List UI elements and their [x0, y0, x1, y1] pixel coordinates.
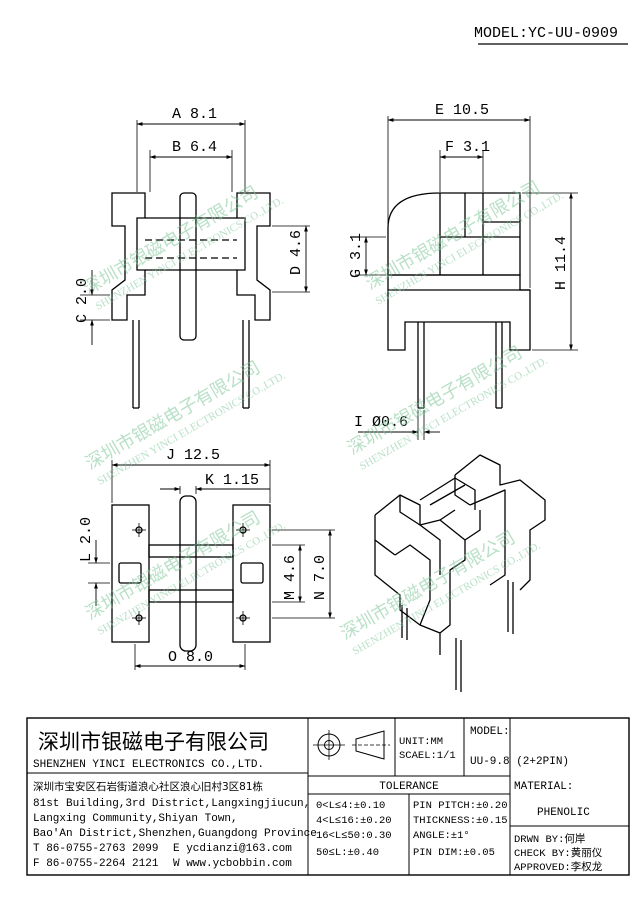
approved-by: APPROVED:李权龙 — [514, 860, 603, 874]
tolerance-right: PIN DIM:±0.05 — [413, 847, 495, 859]
dim-l: L 2.0 — [78, 517, 95, 562]
drawn-by: DRWN BY:何岸 — [514, 832, 585, 846]
address-en-2: Langxing Community,Shiyan Town, — [33, 813, 238, 825]
model-header: MODEL:YC-UU-0909 — [474, 25, 618, 42]
dim-n: N 7.0 — [312, 555, 329, 600]
top-right-plate — [232, 504, 271, 643]
watermark-en-6: SHENZHEN YINCI ELECTRONICS CO.,LTD. — [351, 540, 543, 658]
scale-label: SCAEL:1/1 — [399, 750, 456, 762]
dim-d: D 4.6 — [288, 230, 305, 275]
tel: T 86-0755-2763 2099 — [33, 843, 158, 855]
fax: F 86-0755-2264 2121 — [33, 858, 159, 870]
company-name-cn: 深圳市银磁电子有限公司 — [38, 730, 269, 754]
dim-o: O 8.0 — [168, 649, 213, 666]
watermark-cn-3: 深圳市银磁电子有限公司 — [362, 177, 544, 294]
dim-e: E 10.5 — [435, 102, 489, 119]
top-left-plate — [111, 504, 150, 643]
tolerance-right: PIN PITCH:±0.20 — [413, 800, 508, 812]
tolerance-left: 50≤L:±0.40 — [316, 847, 379, 859]
unit-label: UNIT:MM — [399, 736, 443, 748]
address-en-1: 81st Building,3rd District,Langxingjiucu… — [33, 798, 310, 810]
watermark-en-5: SHENZHEN YINCI ELECTRONICS CO.,LTD. — [96, 520, 288, 638]
tolerance-left: 4<L≤16:±0.20 — [316, 815, 392, 827]
tolerance-title: TOLERANCE — [379, 781, 439, 793]
dim-f: F 3.1 — [445, 139, 490, 156]
address-en-3: Bao'An District,Shenzhen,Guangdong Provi… — [33, 828, 317, 840]
check-by: CHECK BY:黄丽仪 — [514, 846, 603, 860]
watermark-cn-6: 深圳市银磁电子有限公司 — [337, 527, 519, 644]
dim-c: C 2.0 — [74, 278, 91, 323]
address-cn: 深圳市宝安区石岩街道浪心社区浪心旧村3区81栋 — [33, 780, 264, 793]
tolerance-table: 0<L≤4:±0.10 PIN PITCH:±0.20 4<L≤16:±0.20… — [316, 800, 508, 859]
watermark-cn-5: 深圳市银磁电子有限公司 — [82, 507, 264, 624]
dim-j: J 12.5 — [166, 447, 220, 464]
dim-b: B 6.4 — [172, 139, 217, 156]
watermark-cn-1: 深圳市银磁电子有限公司 — [80, 182, 262, 299]
email: E ycdianzi@163.com — [173, 843, 292, 855]
company-name-en: SHENZHEN YINCI ELECTRONICS CO.,LTD. — [33, 759, 264, 771]
dim-h: H 11.4 — [553, 236, 570, 290]
dim-i: I Ø0.6 — [354, 414, 408, 431]
dim-k: K 1.15 — [205, 472, 259, 489]
front-left-flange — [111, 192, 146, 321]
dim-a: A 8.1 — [172, 106, 217, 123]
tolerance-right: ANGLE:±1° — [413, 830, 470, 842]
tolerance-left: 0<L≤4:±0.10 — [316, 800, 385, 812]
front-right-flange — [236, 192, 271, 321]
front-view — [80, 120, 310, 409]
material-label: MATERIAL: — [514, 781, 573, 793]
title-block — [26, 717, 630, 876]
model-label: MODEL: — [470, 726, 510, 738]
tolerance-left: 16<L≤50:0.30 — [316, 830, 392, 842]
website: W www.ycbobbin.com — [173, 858, 292, 870]
side-base — [387, 274, 531, 351]
watermark-en-2: SHENZHEN YINCI ELECTRONICS CO.,LTD. — [96, 370, 288, 488]
side-view — [355, 116, 578, 409]
tolerance-right: THICKNESS:±0.15 — [413, 815, 508, 827]
dim-m: M 4.6 — [282, 555, 299, 600]
watermark-cn-4: 深圳市银磁电子有限公司 — [344, 342, 526, 459]
material-value: PHENOLIC — [537, 807, 590, 819]
model-value: UU-9.8 (2+2PIN) — [470, 756, 569, 768]
top-view — [88, 460, 335, 670]
dim-g: G 3.1 — [348, 233, 365, 278]
isometric-view — [374, 454, 546, 692]
